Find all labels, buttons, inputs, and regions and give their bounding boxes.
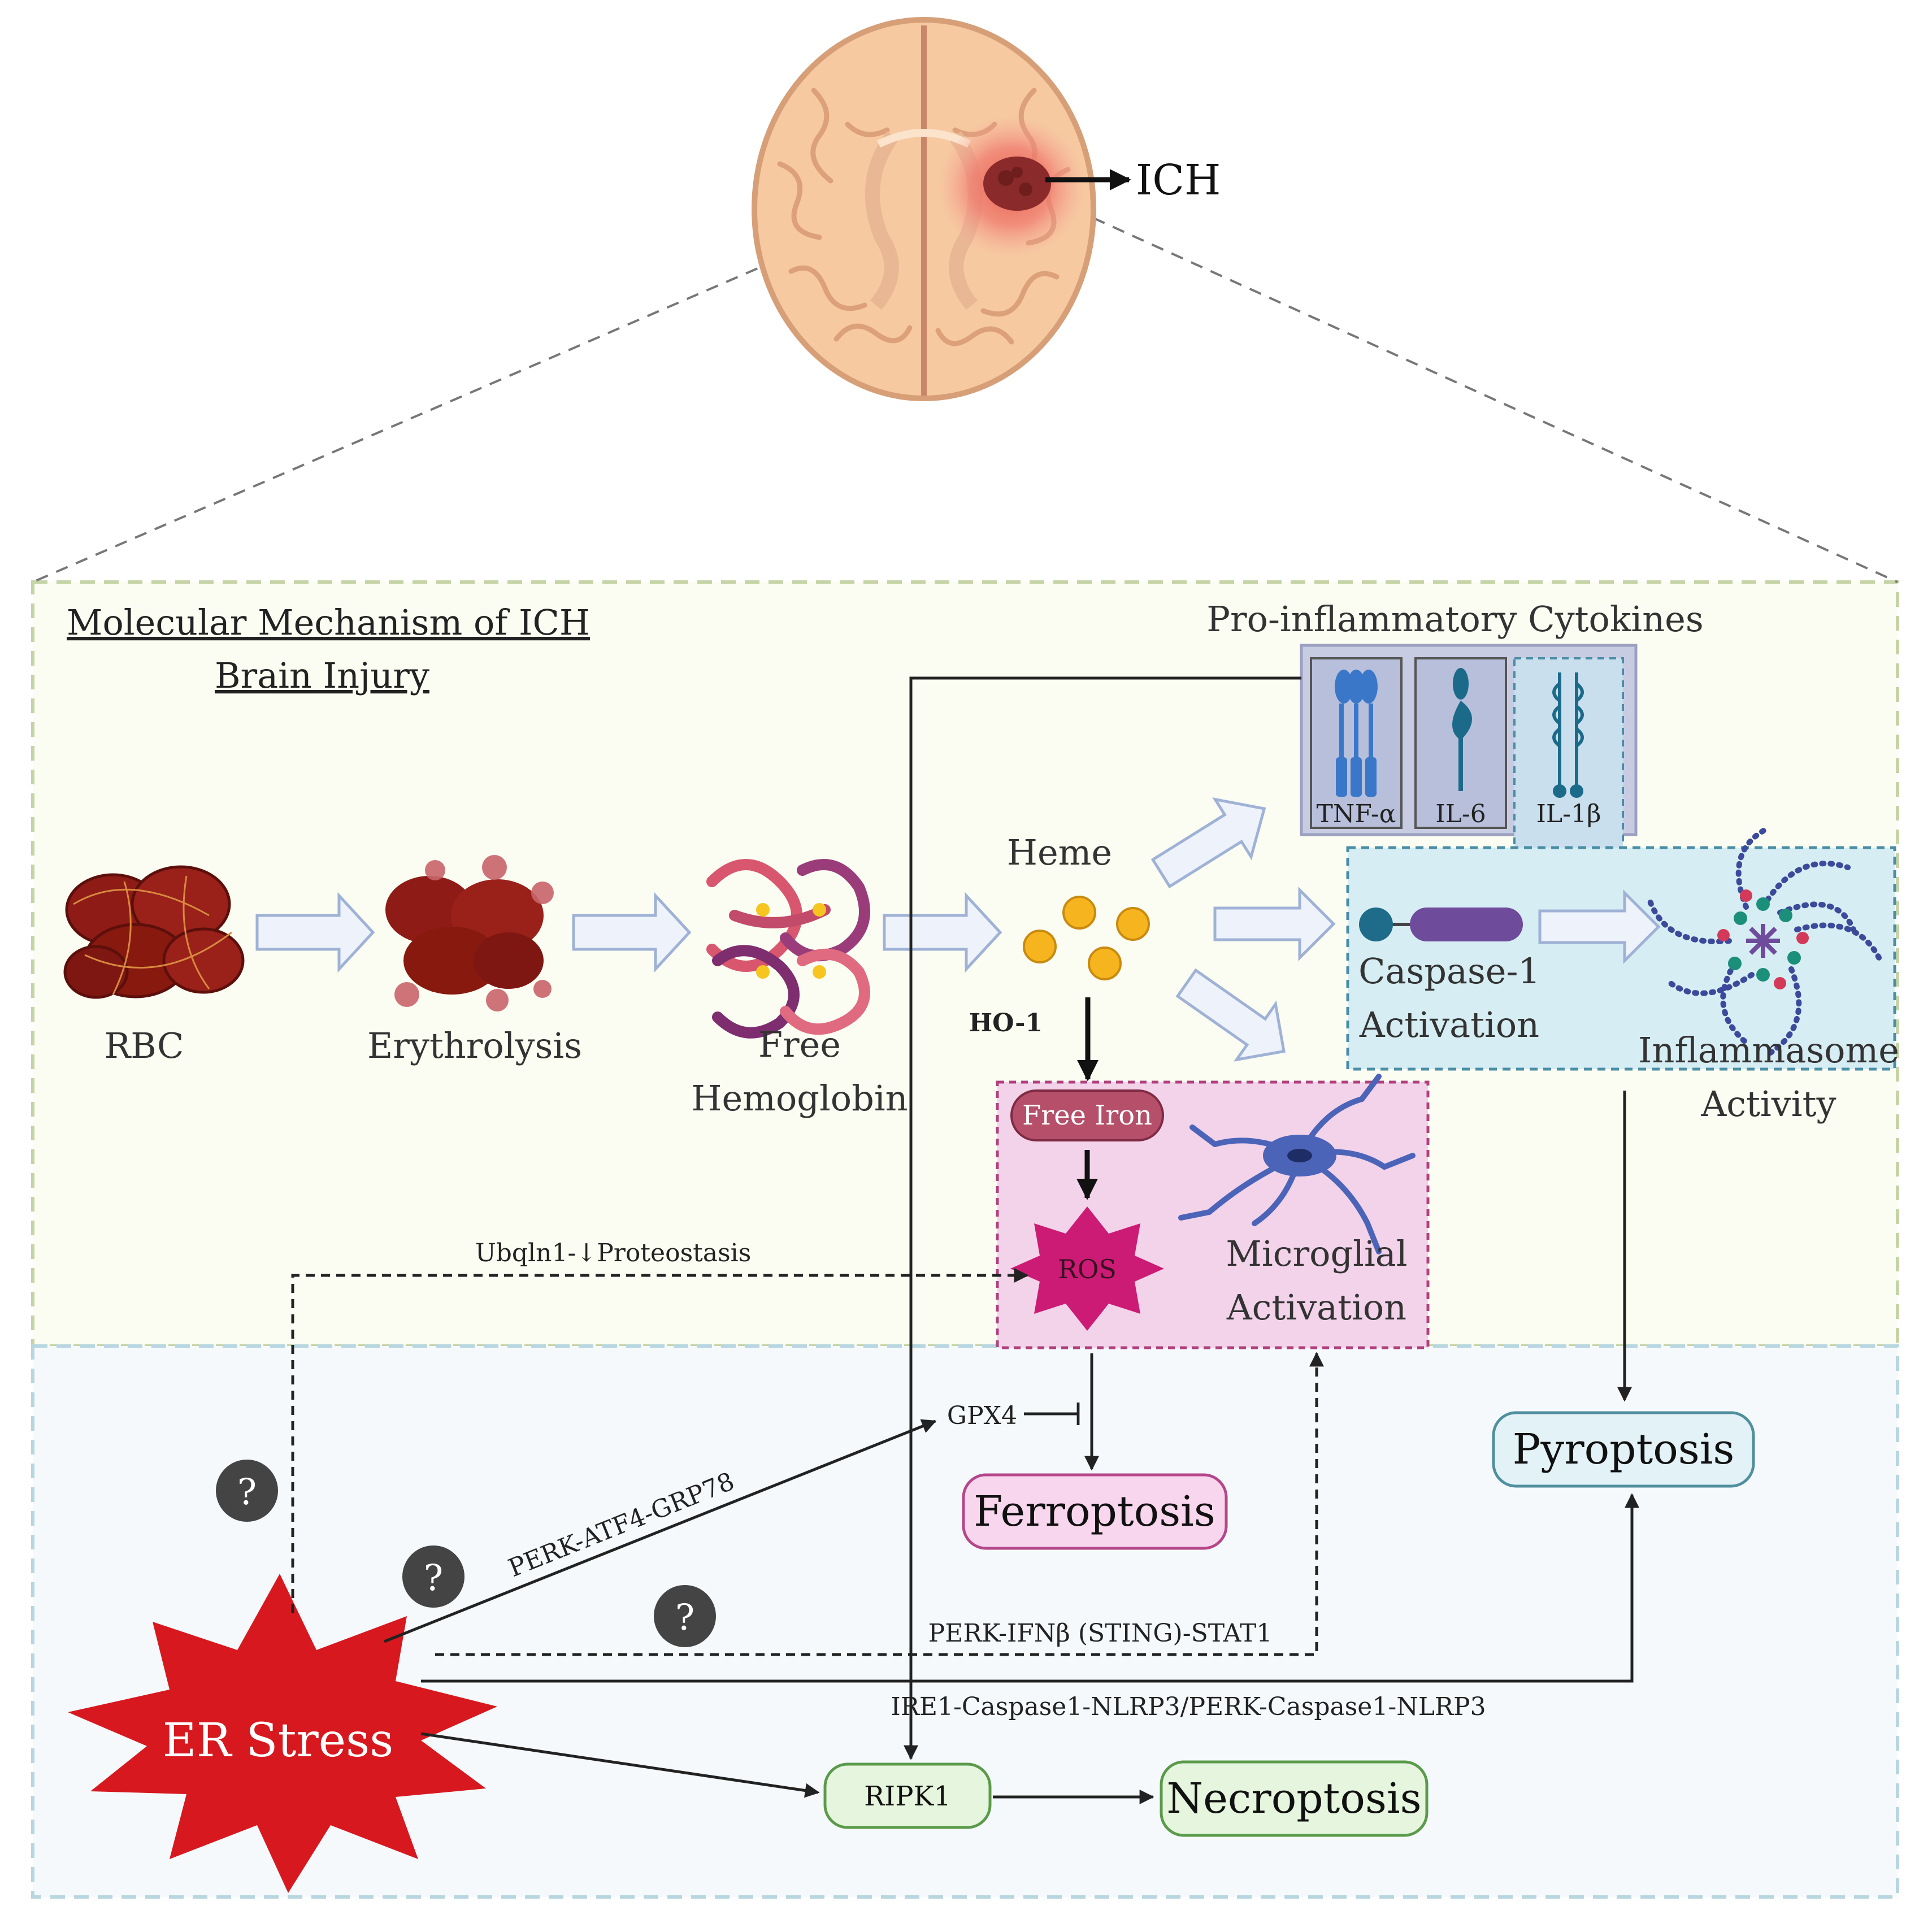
tnf-label: TNF-α (1317, 800, 1396, 828)
ripk1-label: RIPK1 (864, 1781, 951, 1812)
perk-ifnb-label: PERK-IFNβ (STING)-STAT1 (928, 1619, 1273, 1648)
question-badge-3-label: ? (675, 1597, 694, 1639)
heme-molecules-icon (1023, 896, 1150, 980)
zoom-line-left (32, 250, 797, 583)
block-arrow-1 (255, 892, 375, 973)
er-stress-burst-icon (68, 1574, 497, 1893)
perk-ifnb-dashed-path (435, 1352, 1324, 1656)
question-badge-3: ? (654, 1585, 716, 1647)
ich-label: ICH (1136, 156, 1221, 205)
pyroptosis-label: Pyroptosis (1513, 1425, 1735, 1474)
block-arrow-3 (883, 892, 1002, 973)
question-badge-2: ? (402, 1545, 464, 1608)
er-stress-label: ER Stress (163, 1714, 394, 1768)
tnf-receptor-icon (1335, 670, 1378, 797)
question-badge-1: ? (216, 1460, 278, 1522)
il1b-label: IL-1β (1536, 800, 1601, 828)
pyroptosis-box (1492, 1411, 1755, 1488)
gpx4-label: GPX4 (947, 1401, 1017, 1430)
necroptosis-label: Necroptosis (1166, 1774, 1421, 1823)
zoom-line-right (1073, 208, 1898, 583)
ferroptosis-label: Ferroptosis (974, 1487, 1215, 1536)
cytokines-header: Pro-inflammatory Cytokines (1206, 598, 1703, 640)
microglia-icon (1178, 1074, 1416, 1254)
ros-label: ROS (1058, 1254, 1117, 1284)
ho1-label: HO-1 (969, 1009, 1043, 1037)
block-arrow-2 (572, 892, 692, 973)
caspase-label-1: Caspase-1 (1358, 950, 1540, 992)
microglial-label-2: Activation (1226, 1287, 1406, 1328)
panel-title-line2: Brain Injury (215, 655, 429, 696)
cytokines-to-ripk1-line (904, 676, 1301, 1760)
question-badge-2-label: ? (424, 1557, 443, 1599)
ire1-label: IRE1-Caspase1-NLRP3/PERK-Caspase1-NLRP3 (891, 1692, 1486, 1721)
caspase-1-icon (1359, 908, 1523, 941)
free-iron-label: Free Iron (1022, 1100, 1152, 1131)
rbc-cluster-icon (63, 865, 245, 999)
block-arrow-heme-microglia (1175, 968, 1286, 1062)
inflammasome-label-2: Activity (1700, 1083, 1836, 1125)
il6-label: IL-6 (1435, 800, 1486, 828)
inflammasome-icon (1647, 825, 1885, 1057)
panel-title-line1: Molecular Mechanism of ICH (67, 602, 590, 643)
hemoglobin-protein-icon (706, 859, 870, 1039)
ubqln1-dashed-path (291, 1268, 1029, 1613)
il1b-receptor-icon (1552, 672, 1584, 798)
brain-icon (752, 17, 1096, 401)
caspase-label-2: Activation (1359, 1004, 1539, 1045)
free-iron-badge (1010, 1089, 1164, 1141)
heme-label: Heme (1007, 832, 1112, 873)
il1b-panel (1513, 657, 1624, 852)
block-arrow-heme-cytokines (1150, 797, 1266, 889)
free-hemoglobin-label-2: Hemoglobin (691, 1078, 908, 1119)
inflammasome-label-1: Inflammasome (1638, 1030, 1899, 1071)
caspase-box (1346, 846, 1896, 1071)
free-hemoglobin-label-1: Free (758, 1024, 841, 1065)
erythrolysis-label: Erythrolysis (367, 1025, 582, 1066)
lysed-rbc-icon (385, 855, 554, 1011)
question-badge-1-label: ? (237, 1471, 257, 1513)
ferroptosis-box (962, 1473, 1228, 1550)
necroptosis-box (1160, 1760, 1429, 1837)
block-arrow-heme-caspase (1213, 886, 1336, 962)
block-arrow-caspase-inflammasome (1538, 889, 1661, 965)
ros-burst-icon (1010, 1206, 1164, 1331)
microglial-label-1: Microglial (1226, 1233, 1407, 1274)
ripk1-box (823, 1762, 992, 1829)
ubqln1-label: Ubqln1-↓Proteostasis (475, 1239, 752, 1267)
il6-receptor-icon (1452, 668, 1472, 791)
er-to-ripk1-arrow (420, 1732, 820, 1798)
ire1-path (421, 1493, 1639, 1683)
perk-atf4-arrow (384, 1419, 937, 1643)
rbc-label: RBC (105, 1025, 184, 1066)
